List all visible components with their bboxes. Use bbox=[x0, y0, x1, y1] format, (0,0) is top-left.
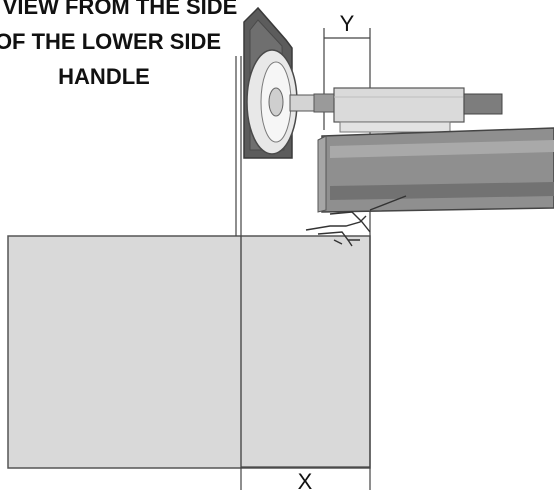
x-dimension: X bbox=[241, 466, 370, 490]
lower-clip bbox=[305, 195, 407, 247]
title-line-2: OF THE LOWER SIDE bbox=[0, 29, 221, 54]
y-dimension-label: Y bbox=[340, 11, 355, 36]
diagram-title: VIEW FROM THE SIDE OF THE LOWER SIDE HAN… bbox=[0, 0, 237, 89]
x-dimension-label: X bbox=[298, 469, 313, 490]
title-line-1: VIEW FROM THE SIDE bbox=[3, 0, 238, 19]
title-line-3: HANDLE bbox=[58, 64, 150, 89]
door-panel bbox=[7, 235, 371, 469]
roller-shaft bbox=[289, 87, 503, 133]
horizontal-profile bbox=[317, 127, 554, 213]
y-dimension: Y bbox=[324, 11, 370, 39]
